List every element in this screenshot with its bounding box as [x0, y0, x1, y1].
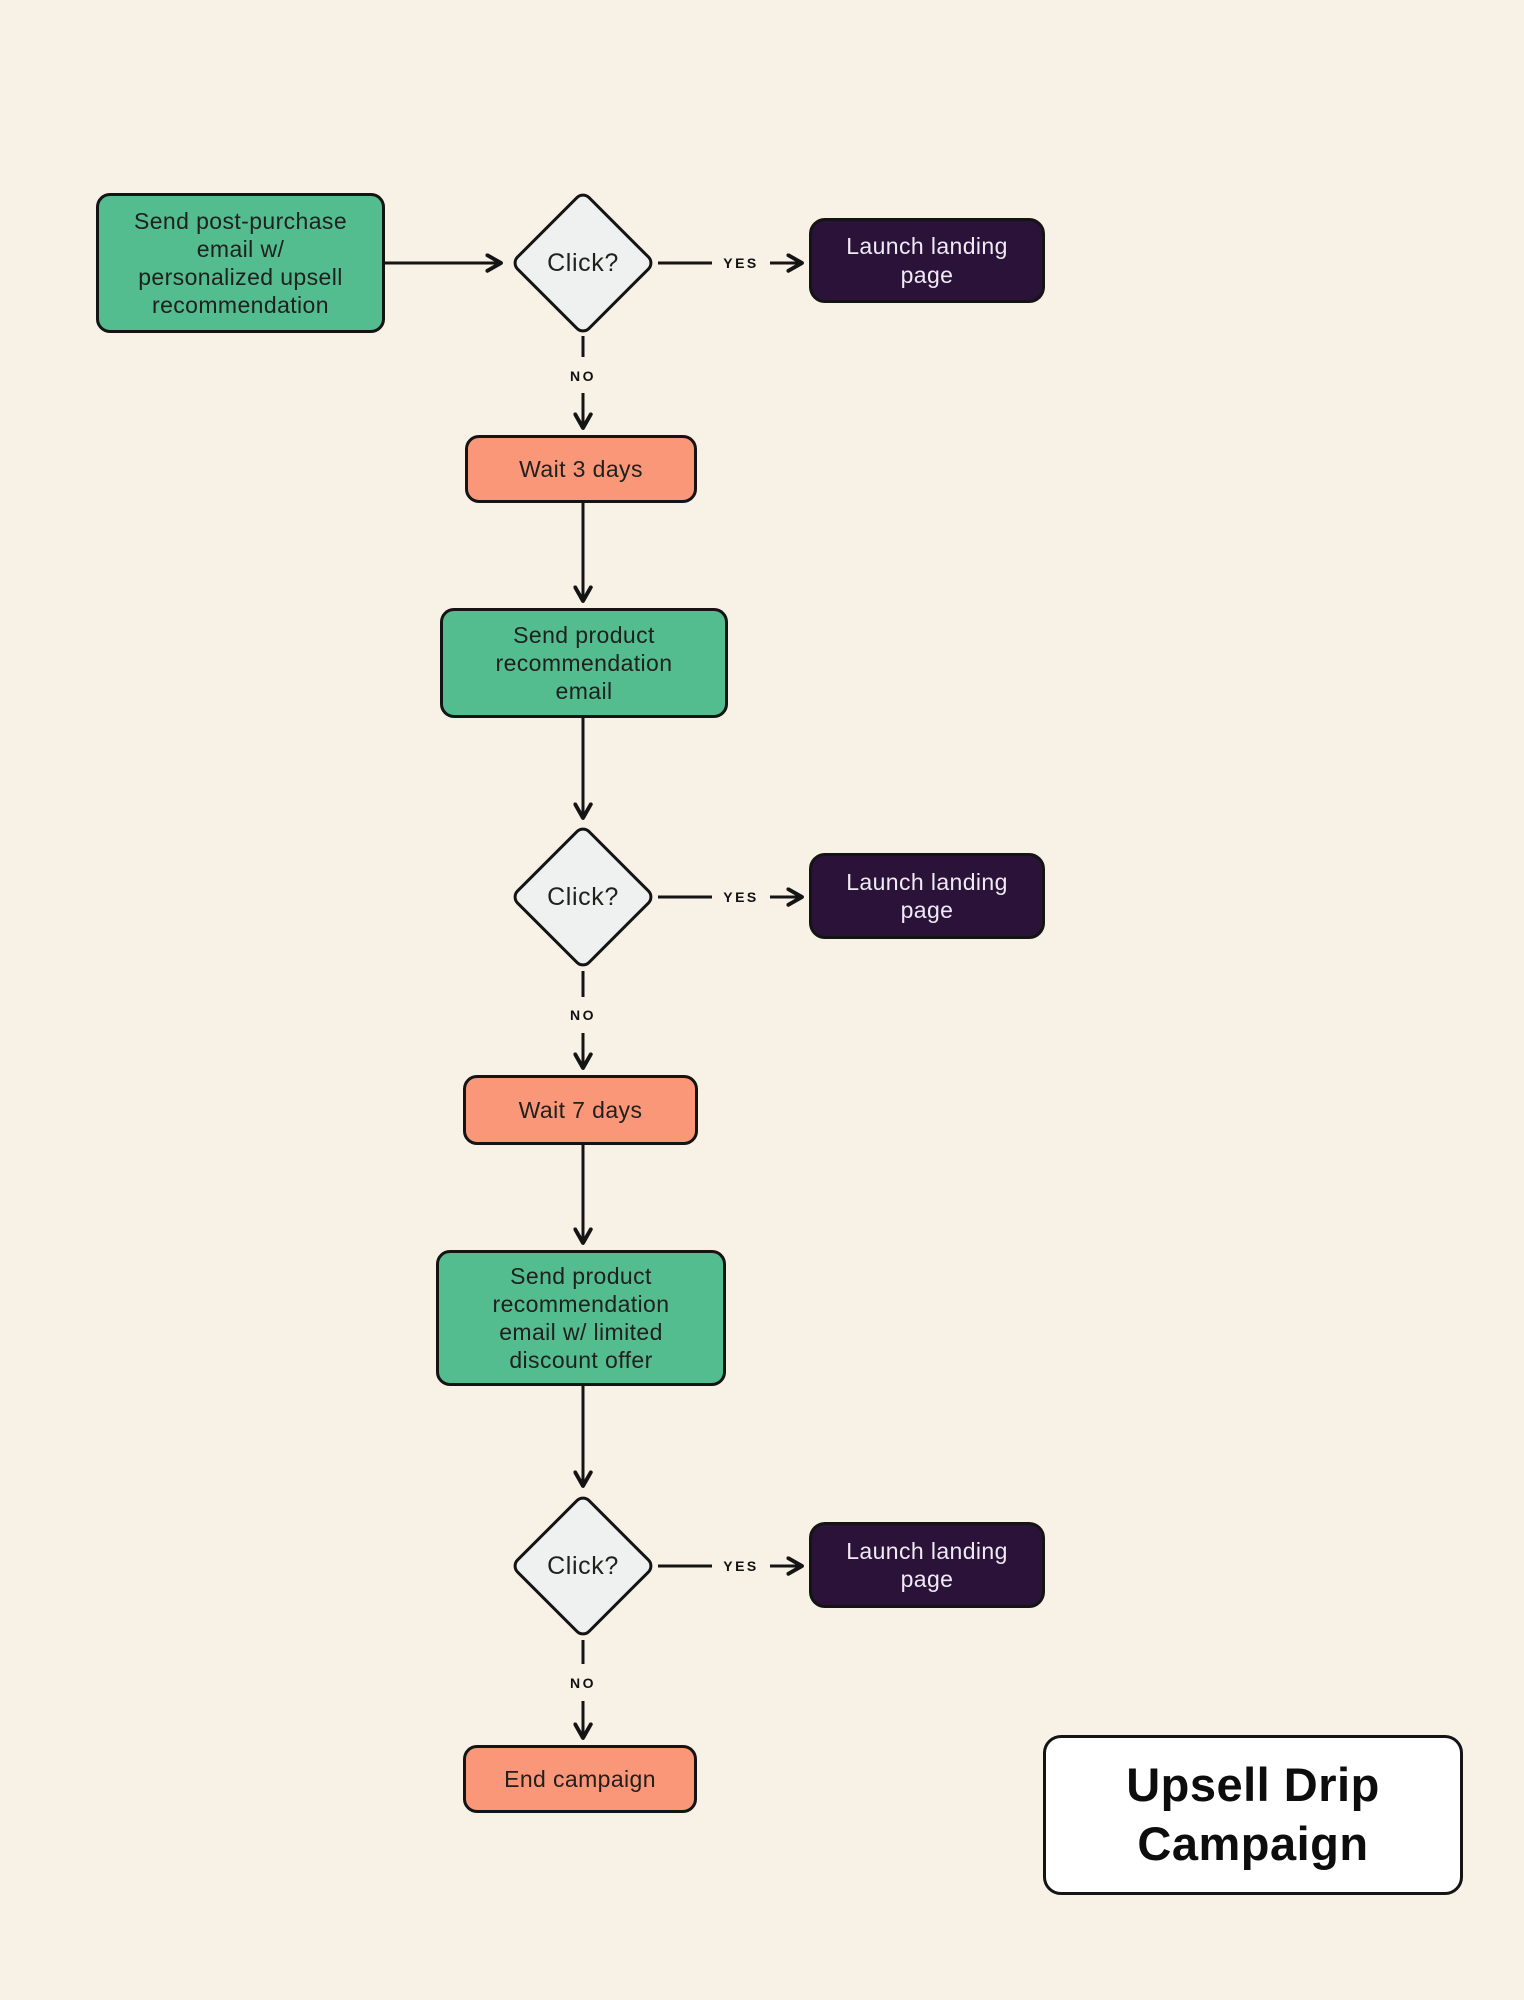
node-start-post-purchase-email: Send post-purchase email w/ personalized… — [96, 193, 385, 333]
node-decision1-click: Click? — [509, 189, 657, 337]
node-landing1-launch-landing-page: Launch landing page — [809, 218, 1045, 303]
edge-label-no-2: NO — [570, 1007, 596, 1023]
edge-label-yes-2: YES — [723, 889, 759, 905]
node-email3-limited-discount-offer: Send product recommendation email w/ lim… — [436, 1250, 726, 1386]
edge-label-yes-3: YES — [723, 1558, 759, 1574]
diagram-title-card: Upsell Drip Campaign — [1043, 1735, 1463, 1895]
node-landing3-launch-landing-page: Launch landing page — [809, 1522, 1045, 1608]
node-email2-product-recommendation: Send product recommendation email — [440, 608, 728, 718]
node-decision2-click: Click? — [509, 823, 657, 971]
edge-label-yes-1: YES — [723, 255, 759, 271]
edge-label-no-1: NO — [570, 368, 596, 384]
node-wait-7-days: Wait 7 days — [463, 1075, 698, 1145]
edge-label-no-3: NO — [570, 1675, 596, 1691]
node-landing2-launch-landing-page: Launch landing page — [809, 853, 1045, 939]
decision-label: Click? — [547, 1551, 619, 1580]
node-wait-3-days: Wait 3 days — [465, 435, 697, 503]
node-end-campaign: End campaign — [463, 1745, 697, 1813]
node-decision3-click: Click? — [509, 1492, 657, 1640]
decision-label: Click? — [547, 248, 619, 277]
decision-label: Click? — [547, 882, 619, 911]
